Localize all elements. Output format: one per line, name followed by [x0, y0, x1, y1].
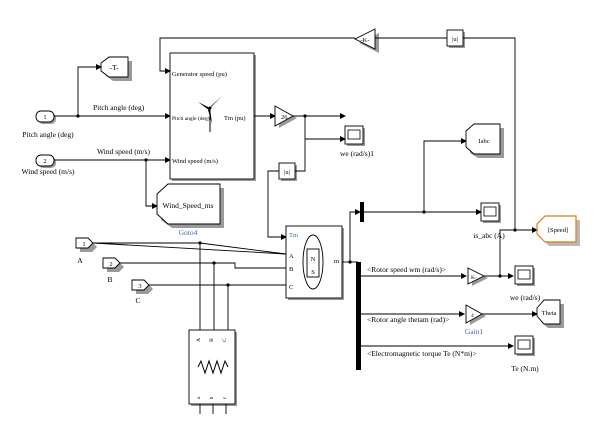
demux-is-abc: [360, 202, 364, 222]
bus-rotor-speed: <Rotor speed wm (rad/s)>: [367, 265, 446, 274]
turbine-out-tm: Tm (pu): [224, 115, 245, 122]
wire-label-pitch: Pitch angle (deg): [93, 103, 145, 112]
abs-block-tm[interactable]: |u|: [278, 162, 297, 181]
scope-is-abc[interactable]: is_abc (A): [473, 202, 505, 240]
gain1-name: Gain1: [465, 327, 484, 336]
inport-pitch-label: Pitch angle (deg): [22, 130, 74, 139]
gain1[interactable]: 4 Gain1: [465, 304, 486, 336]
bus-selector: [356, 262, 361, 370]
wire-label-wind: Wind speed (m/s): [97, 147, 151, 156]
svg-text:4: 4: [471, 313, 474, 319]
inport-C-label: C: [135, 296, 140, 305]
inport-pitch-angle[interactable]: 1 Pitch angle (deg): [22, 110, 74, 139]
inport-A-label: A: [77, 256, 83, 265]
inport-wind-speed[interactable]: 2 Wind speed (m/s): [21, 154, 75, 176]
bus-rotor-angle: <Rotor angle thetam (rad)>: [367, 315, 449, 324]
svg-text:2: 2: [109, 261, 112, 268]
scope-we1[interactable]: we (rad/s)1: [340, 125, 374, 158]
scope-te-label: Te (N.m): [511, 364, 539, 373]
svg-text:A: A: [196, 338, 202, 342]
svg-text:b: b: [209, 396, 215, 399]
machine-port-tm: Tm: [289, 232, 298, 239]
goto-theta[interactable]: Theta: [536, 299, 564, 328]
machine-port-b: B: [289, 266, 294, 273]
svg-text:1: 1: [43, 114, 46, 121]
scope-we1-label: we (rad/s)1: [340, 149, 374, 158]
inport-B[interactable]: 2 B: [102, 257, 124, 284]
goto4-name: Goto4: [179, 228, 198, 237]
svg-text:|u|: |u|: [284, 169, 290, 176]
three-phase-load[interactable]: A B C a b c: [188, 329, 237, 406]
turbine-in-generator-speed: Generator speed (pu): [172, 71, 227, 78]
inport-B-label: B: [107, 275, 112, 284]
scope-we-label: we (rad/s): [510, 293, 541, 302]
bus-torque: <Electromagnetic torque Te (N*m)>: [367, 349, 477, 358]
scope-we[interactable]: we (rad/s): [510, 265, 541, 302]
inport-A[interactable]: 1 A: [75, 237, 97, 265]
turbine-in-pitch: Pitch angle (deg): [172, 115, 210, 122]
motor-icon: N S: [302, 234, 324, 290]
svg-text:-T-: -T-: [110, 63, 119, 72]
svg-text:3: 3: [138, 283, 141, 290]
machine-port-c: C: [289, 284, 293, 291]
machine-port-a: A: [289, 253, 294, 260]
svg-text:C: C: [222, 338, 228, 342]
scope-is-abc-label: is_abc (A): [473, 231, 505, 240]
machine-port-m: m: [334, 258, 339, 265]
resistor-icon: [197, 359, 229, 375]
svg-text:Iabc: Iabc: [478, 138, 489, 145]
svg-text:26: 26: [281, 114, 288, 121]
svg-text:2: 2: [43, 158, 46, 165]
abs-block-speed[interactable]: |u|: [446, 29, 465, 48]
svg-text:a: a: [196, 396, 202, 399]
goto-wind-speed[interactable]: Wind_Speed_ms Goto4: [156, 183, 224, 237]
goto-speed[interactable]: [Speed]: [536, 215, 580, 246]
asynchronous-machine[interactable]: Tm A B C m N S: [285, 225, 344, 300]
svg-text:|u|: |u|: [452, 36, 458, 43]
wind-turbine-icon: [198, 96, 222, 132]
gain-neg-K[interactable]: -K-: [353, 28, 379, 53]
svg-text:[Speed]: [Speed]: [548, 227, 568, 234]
svg-text:1: 1: [82, 241, 85, 248]
svg-text:c: c: [222, 396, 228, 399]
svg-text:K-: K-: [471, 275, 477, 281]
scope-te[interactable]: Te (N.m): [511, 335, 539, 373]
svg-text:-K-: -K-: [360, 37, 369, 44]
svg-text:B: B: [209, 338, 215, 342]
svg-text:Theta: Theta: [542, 310, 557, 317]
gain-26[interactable]: 26: [274, 105, 297, 128]
svg-text:N: N: [311, 256, 316, 263]
inport-C[interactable]: 3 C: [131, 279, 153, 305]
gain-rotor-speed[interactable]: K-: [467, 267, 488, 286]
turbine-in-wind: Wind speed (m/s): [172, 158, 218, 165]
wind-turbine-block[interactable]: Generator speed (pu) Pitch angle (deg) W…: [169, 52, 256, 181]
svg-text:Wind_Speed_ms: Wind_Speed_ms: [163, 201, 214, 210]
goto-iabc[interactable]: Iabc: [465, 123, 504, 158]
svg-text:S: S: [311, 269, 315, 276]
inport-wind-label: Wind speed (m/s): [21, 167, 75, 176]
from-block-T[interactable]: -T-: [100, 56, 132, 81]
